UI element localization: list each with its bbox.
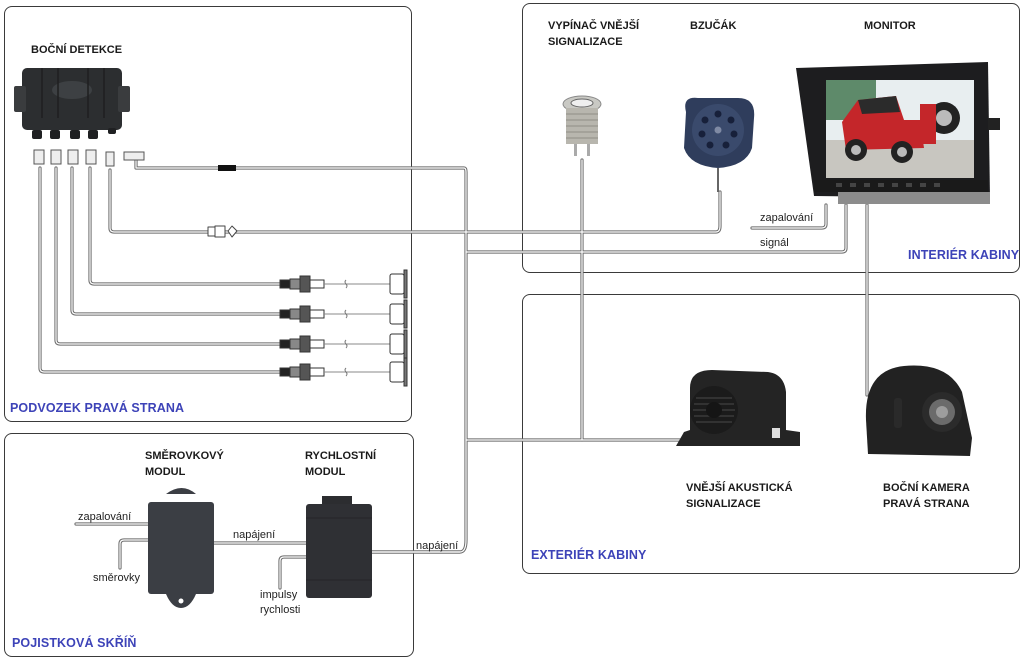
label-turn-module-line1: SMĚROVKOVÝ [145, 450, 224, 462]
wire-label-turn-to-speed-power: napájení [233, 529, 276, 541]
label-speed-module: RYCHLOSTNÍ MODUL [305, 448, 376, 480]
wire-label-speed-pulses: impulsy rychlosti [260, 588, 300, 618]
label-buzzer: BZUČÁK [690, 20, 737, 32]
panel-cab-interior [522, 3, 1020, 273]
buzzer-device [684, 97, 755, 192]
sensor-3 [279, 329, 408, 359]
inline-connector [207, 225, 238, 238]
wire-label-speed-pulses-line1: impulsy [260, 589, 298, 601]
panel-chassis-right [4, 6, 412, 422]
label-external-alarm-line1: VNĚJŠÍ AKUSTICKÁ [686, 482, 793, 494]
label-switch: VYPÍNAČ VNĚJŠÍ SIGNALIZACE [548, 18, 639, 50]
sensor-1 [279, 269, 408, 299]
label-switch-line1: VYPÍNAČ VNĚJŠÍ [548, 20, 640, 32]
zone-label-chassis-right: PODVOZEK PRAVÁ STRANA [10, 401, 185, 415]
wire-label-monitor-signal: signál [760, 237, 789, 249]
zone-label-cab-exterior: EXTERIÉR KABINY [531, 548, 647, 562]
sensor-4 [279, 357, 408, 387]
switch-device [562, 95, 602, 156]
sensor-2 [279, 299, 408, 329]
zone-label-cab-interior: INTERIÉR KABINY [908, 248, 1020, 262]
label-speed-module-line1: RYCHLOSTNÍ [305, 450, 377, 462]
panel-fuse-box [4, 433, 414, 657]
label-side-camera-line1: BOČNÍ KAMERA [883, 482, 970, 494]
wire-label-monitor-ignition: zapalování [760, 212, 814, 224]
wire-label-turn-signals: směrovky [93, 572, 141, 584]
external-alarm-device [676, 370, 800, 446]
monitor-device [796, 62, 1000, 204]
speed-module-device [306, 496, 372, 598]
inline-fuse [218, 165, 236, 171]
wire-label-speed-power-out: napájení [416, 540, 459, 552]
label-side-detection: BOČNÍ DETEKCE [31, 44, 123, 56]
label-switch-line2: SIGNALIZACE [548, 36, 623, 48]
label-external-alarm: VNĚJŠÍ AKUSTICKÁ SIGNALIZACE [686, 480, 793, 512]
side-detection-unit [14, 68, 130, 139]
label-speed-module-line2: MODUL [305, 466, 346, 478]
label-side-camera-line2: PRAVÁ STRANA [883, 498, 970, 510]
wire-label-turn-ignition: zapalování [78, 511, 132, 523]
panel-cab-exterior [522, 294, 1020, 574]
wire-label-speed-pulses-line2: rychlosti [260, 604, 301, 616]
label-side-camera: BOČNÍ KAMERA PRAVÁ STRANA [883, 480, 970, 512]
sensors [279, 269, 408, 387]
label-turn-module: SMĚROVKOVÝ MODUL [145, 448, 224, 480]
zone-label-fuse-box: POJISTKOVÁ SKŘÍŇ [12, 636, 137, 650]
unit-plugs [33, 149, 145, 167]
label-monitor: MONITOR [864, 20, 916, 32]
turn-module-device [148, 488, 214, 608]
label-external-alarm-line2: SIGNALIZACE [686, 498, 761, 510]
side-camera-device [865, 365, 972, 456]
label-turn-module-line2: MODUL [145, 466, 186, 478]
